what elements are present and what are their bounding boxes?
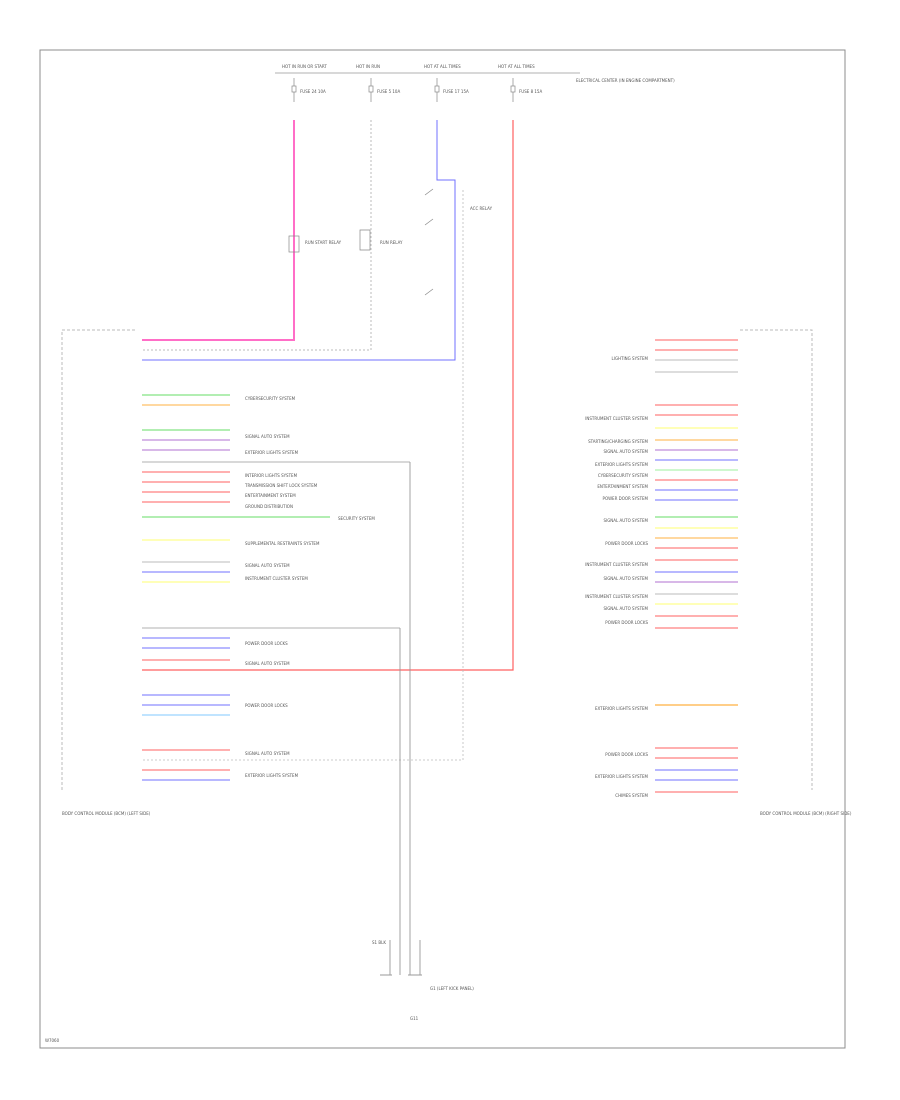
power-wires	[142, 120, 514, 761]
relays	[288, 188, 434, 296]
ground-wires	[380, 462, 422, 976]
relay-label: RUN RELAY	[380, 240, 403, 245]
fuse-label: FUSE 24 10A	[300, 89, 326, 94]
electrical-center-label: ELECTRICAL CENTER (IN ENGINE COMPARTMENT…	[576, 78, 675, 83]
svg-text:POWER DOOR LOCKS: POWER DOOR LOCKS	[245, 703, 288, 708]
svg-text:SIGNAL AUTO SYSTEM: SIGNAL AUTO SYSTEM	[245, 661, 290, 666]
diagram-border	[39, 49, 846, 1049]
svg-text:SIGNAL AUTO SYSTEM: SIGNAL AUTO SYSTEM	[245, 751, 290, 756]
svg-text:CYBERSECURITY SYSTEM: CYBERSECURITY SYSTEM	[245, 396, 296, 401]
left-labels: CYBERSECURITY SYSTEM SIGNAL AUTO SYSTEM …	[244, 396, 375, 778]
ground-label: G11	[410, 1016, 419, 1021]
ground-splice-code: S1 BLK	[372, 940, 386, 945]
svg-text:TRANSMISSION SHIFT LOCK SYSTEM: TRANSMISSION SHIFT LOCK SYSTEM	[244, 483, 318, 488]
svg-text:INSTRUMENT CLUSTER SYSTEM: INSTRUMENT CLUSTER SYSTEM	[585, 594, 648, 599]
relay-label: ACC RELAY	[470, 206, 493, 211]
svg-text:INSTRUMENT CLUSTER SYSTEM: INSTRUMENT CLUSTER SYSTEM	[585, 416, 648, 421]
svg-text:EXTERIOR LIGHTS SYSTEM: EXTERIOR LIGHTS SYSTEM	[595, 706, 649, 711]
svg-text:POWER DOOR LOCKS: POWER DOOR LOCKS	[605, 541, 648, 546]
svg-text:EXTERIOR LIGHTS SYSTEM: EXTERIOR LIGHTS SYSTEM	[245, 450, 299, 455]
svg-text:SIGNAL AUTO SYSTEM: SIGNAL AUTO SYSTEM	[603, 449, 648, 454]
svg-text:POWER DOOR LOCKS: POWER DOOR LOCKS	[605, 620, 648, 625]
svg-text:INSTRUMENT CLUSTER SYSTEM: INSTRUMENT CLUSTER SYSTEM	[245, 576, 308, 581]
svg-text:POWER DOOR SYSTEM: POWER DOOR SYSTEM	[603, 496, 649, 501]
svg-text:SIGNAL AUTO SYSTEM: SIGNAL AUTO SYSTEM	[603, 576, 648, 581]
fuse-header: HOT IN RUN OR START	[282, 64, 327, 69]
svg-text:EXTERIOR LIGHTS SYSTEM: EXTERIOR LIGHTS SYSTEM	[245, 773, 299, 778]
fuse-header: HOT AT ALL TIMES	[424, 64, 461, 69]
svg-text:EXTERIOR LIGHTS SYSTEM: EXTERIOR LIGHTS SYSTEM	[595, 774, 649, 779]
right-module-name: BODY CONTROL MODULE (BCM) (RIGHT SIDE)	[760, 811, 852, 816]
fuse-label: FUSE 17 15A	[443, 89, 469, 94]
svg-text:CYBERSECURITY SYSTEM: CYBERSECURITY SYSTEM	[598, 473, 649, 478]
right-labels: LIGHTING SYSTEM INSTRUMENT CLUSTER SYSTE…	[585, 356, 648, 798]
svg-text:ENTERTAINMENT SYSTEM: ENTERTAINMENT SYSTEM	[597, 484, 648, 489]
svg-text:INSTRUMENT CLUSTER SYSTEM: INSTRUMENT CLUSTER SYSTEM	[585, 562, 648, 567]
ground-splice-label: G1 (LEFT KICK PANEL)	[430, 986, 474, 991]
fuse-label: FUSE 5 10A	[377, 89, 400, 94]
svg-text:SIGNAL AUTO SYSTEM: SIGNAL AUTO SYSTEM	[603, 518, 648, 523]
svg-text:ENTERTAINMENT SYSTEM: ENTERTAINMENT SYSTEM	[245, 493, 296, 498]
svg-text:SIGNAL AUTO SYSTEM: SIGNAL AUTO SYSTEM	[245, 563, 290, 568]
fuse-feeds: HOT IN RUN OR START HOT IN RUN HOT AT AL…	[275, 64, 675, 102]
svg-text:POWER DOOR LOCKS: POWER DOOR LOCKS	[605, 752, 648, 757]
svg-text:POWER DOOR LOCKS: POWER DOOR LOCKS	[245, 641, 288, 646]
svg-text:GROUND DISTRIBUTION: GROUND DISTRIBUTION	[245, 504, 293, 509]
svg-text:LIGHTING SYSTEM: LIGHTING SYSTEM	[612, 356, 649, 361]
svg-text:SUPPLEMENTAL RESTRAINTS SYSTEM: SUPPLEMENTAL RESTRAINTS SYSTEM	[245, 541, 320, 546]
svg-text:INTERIOR LIGHTS SYSTEM: INTERIOR LIGHTS SYSTEM	[245, 473, 298, 478]
left-module-name: BODY CONTROL MODULE (BCM) (LEFT SIDE)	[62, 811, 151, 816]
fuse-header: HOT AT ALL TIMES	[498, 64, 535, 69]
fuse-header: HOT IN RUN	[356, 64, 380, 69]
relay-label: RUN START RELAY	[305, 240, 342, 245]
svg-text:SIGNAL AUTO SYSTEM: SIGNAL AUTO SYSTEM	[245, 434, 290, 439]
svg-text:EXTERIOR LIGHTS SYSTEM: EXTERIOR LIGHTS SYSTEM	[595, 462, 649, 467]
footer-code: W7060	[45, 1038, 60, 1043]
svg-text:SIGNAL AUTO SYSTEM: SIGNAL AUTO SYSTEM	[603, 606, 648, 611]
right-module: BODY CONTROL MODULE (BCM) (RIGHT SIDE)	[740, 329, 852, 816]
svg-text:STARTING/CHARGING SYSTEM: STARTING/CHARGING SYSTEM	[588, 439, 648, 444]
left-connector-pins	[142, 394, 410, 781]
svg-text:SECURITY SYSTEM: SECURITY SYSTEM	[338, 516, 375, 521]
left-module: BODY CONTROL MODULE (BCM) (LEFT SIDE)	[61, 329, 151, 816]
right-connector-pins	[655, 339, 738, 793]
svg-text:CHIMES SYSTEM: CHIMES SYSTEM	[615, 793, 648, 798]
fuse-label: FUSE 8 15A	[519, 89, 542, 94]
